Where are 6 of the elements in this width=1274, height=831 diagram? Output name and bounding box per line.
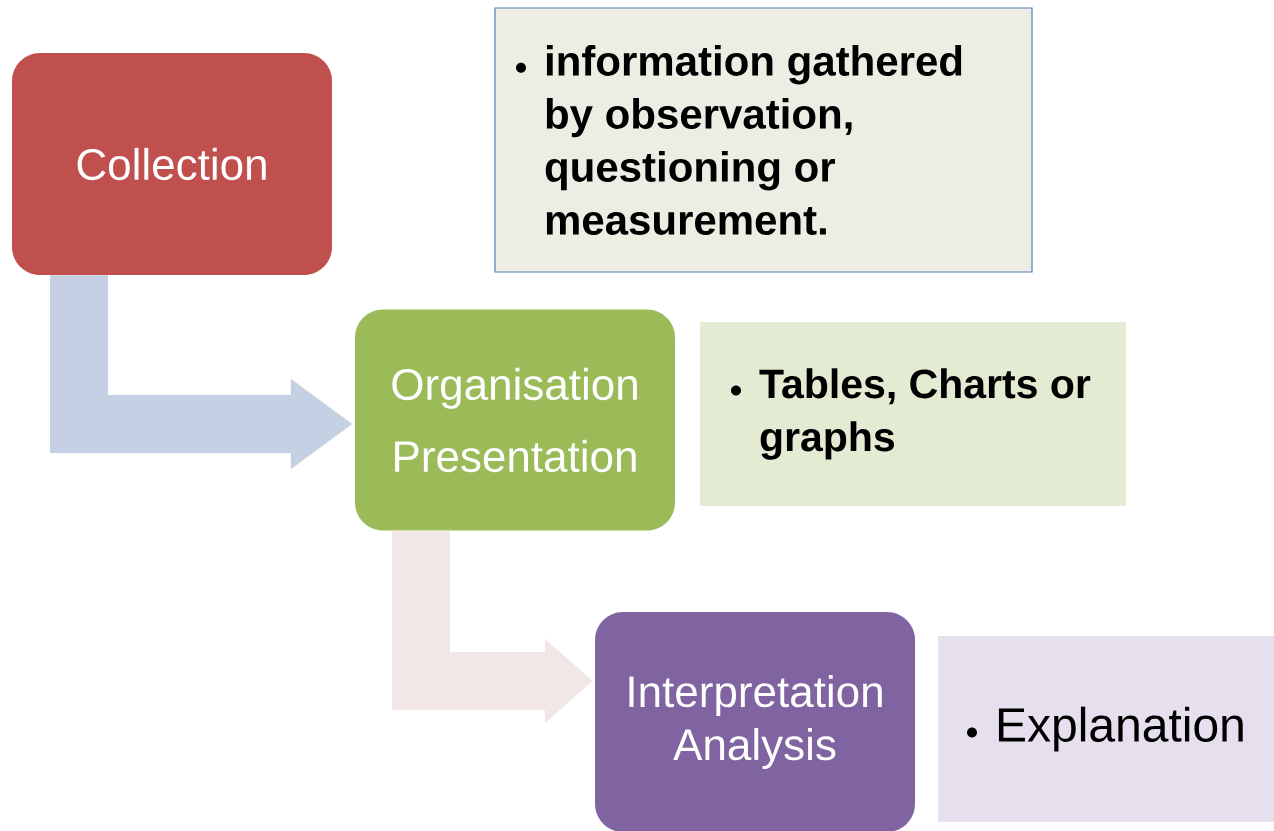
process-box: Organisation Presentation — [355, 309, 675, 531]
process-box: Interpretation Analysis — [595, 612, 915, 831]
note-box: Tables, Charts or graphs — [700, 322, 1126, 506]
process-box: Collection — [12, 53, 332, 275]
note-box: information gathered by observation, questioning or measurement. — [494, 7, 1033, 273]
note-box: Explanation — [938, 636, 1274, 822]
